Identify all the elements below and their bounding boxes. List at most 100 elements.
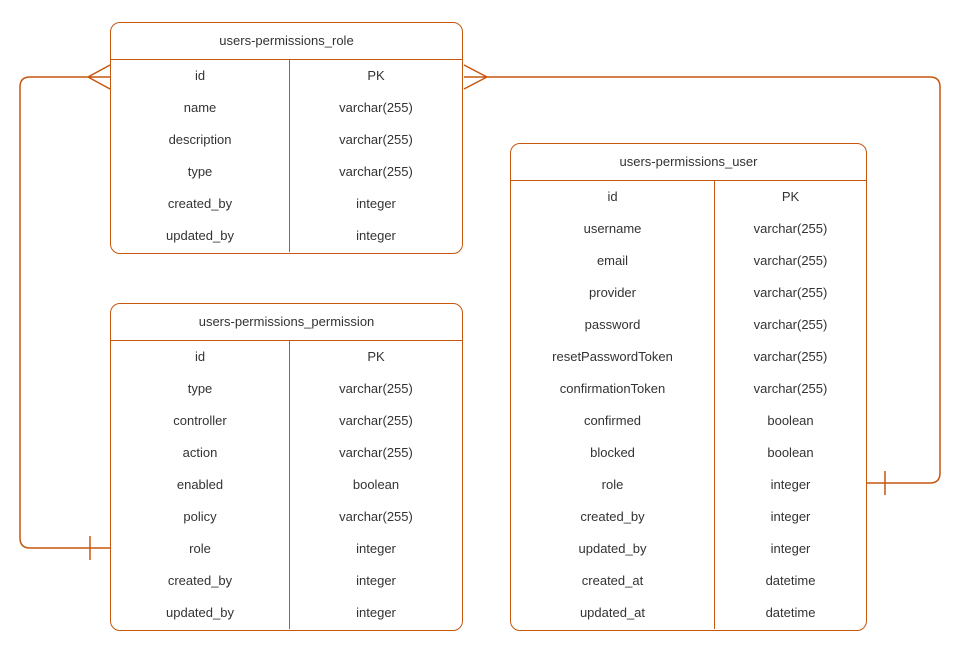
field-name: created_by (167, 196, 233, 211)
field-type: datetime (714, 564, 866, 597)
field-type: PK (289, 340, 462, 373)
field-row: id PK (111, 340, 462, 373)
field-name: action (182, 445, 218, 460)
field-type: boolean (714, 436, 866, 469)
entity-field-list: id PK name varchar(255) description varchar(2… (111, 59, 462, 253)
field-type: PK (714, 180, 866, 213)
field-name: type (187, 164, 213, 179)
field-type: integer (289, 187, 462, 220)
field-row: provider varchar(255) (511, 276, 866, 309)
field-type: varchar(255) (289, 372, 462, 405)
field-row: type varchar(255) (111, 372, 462, 405)
entity-users-permissions-role: users-permissions_role id PK name varchar(2… (110, 22, 463, 254)
field-name: updated_by (578, 541, 647, 556)
field-type: integer (714, 532, 866, 565)
field-type: varchar(255) (714, 308, 866, 341)
field-row: updated_at datetime (511, 596, 866, 629)
field-row: created_by integer (111, 187, 462, 220)
crowfoot-many-icon (87, 64, 111, 90)
field-name: resetPasswordToken (552, 349, 673, 364)
field-name: password (584, 317, 641, 332)
field-row: username varchar(255) (511, 212, 866, 245)
field-row: role integer (511, 468, 866, 501)
field-name: updated_by (166, 228, 234, 243)
field-row: id PK (111, 59, 462, 92)
field-type: varchar(255) (714, 244, 866, 277)
field-row: name varchar(255) (111, 91, 462, 124)
field-type: datetime (714, 596, 866, 629)
field-row: policy varchar(255) (111, 500, 462, 533)
field-type: varchar(255) (714, 212, 866, 245)
field-row: confirmationToken varchar(255) (511, 372, 866, 405)
field-type: integer (289, 219, 462, 252)
field-row: updated_by integer (111, 219, 462, 252)
field-row: blocked boolean (511, 436, 866, 469)
field-row: created_at datetime (511, 564, 866, 597)
entity-users-permissions-user: users-permissions_user id PK username varch… (510, 143, 867, 631)
field-row: password varchar(255) (511, 308, 866, 341)
field-name: role (601, 477, 624, 492)
field-type: PK (289, 59, 462, 92)
wire-role-to-permission (19, 76, 110, 549)
field-row: enabled boolean (111, 468, 462, 501)
field-row: resetPasswordToken varchar(255) (511, 340, 866, 373)
field-name: username (583, 221, 642, 236)
field-row: created_by integer (511, 500, 866, 533)
field-type: varchar(255) (289, 436, 462, 469)
field-type: varchar(255) (714, 276, 866, 309)
field-name: created_at (581, 573, 644, 588)
field-name: policy (183, 509, 217, 524)
field-row: email varchar(255) (511, 244, 866, 277)
field-name: id (607, 189, 618, 204)
field-name: name (183, 100, 217, 115)
field-name: id (194, 349, 206, 364)
wire-role-to-user (487, 76, 941, 484)
field-name: created_by (580, 509, 645, 524)
entity-title: users-permissions_role (111, 23, 462, 60)
field-type: boolean (714, 404, 866, 437)
entity-users-permissions-permission: users-permissions_permission id PK type var… (110, 303, 463, 631)
field-type: integer (714, 468, 866, 501)
field-row: updated_by integer (511, 532, 866, 565)
relationship-role-permission (19, 64, 111, 560)
field-type: integer (714, 500, 866, 533)
relationship-role-user (463, 64, 941, 495)
field-row: id PK (511, 180, 866, 213)
field-row: updated_by integer (111, 596, 462, 629)
field-name: type (187, 381, 213, 396)
field-name: role (189, 541, 211, 556)
field-name: updated_by (166, 605, 234, 620)
crowfoot-many-icon (463, 64, 488, 90)
field-type: varchar(255) (289, 155, 462, 188)
field-name: id (194, 68, 206, 83)
field-row: type varchar(255) (111, 155, 462, 188)
field-type: integer (289, 564, 462, 597)
field-name: created_by (167, 573, 233, 588)
field-name: description (168, 132, 232, 147)
field-type: varchar(255) (289, 123, 462, 156)
field-type: varchar(255) (714, 372, 866, 405)
field-name: blocked (590, 445, 635, 460)
field-name: confirmationToken (559, 381, 666, 396)
field-row: description varchar(255) (111, 123, 462, 156)
field-type: integer (289, 596, 462, 629)
field-row: action varchar(255) (111, 436, 462, 469)
field-row: role integer (111, 532, 462, 565)
field-type: varchar(255) (714, 340, 866, 373)
field-type: integer (289, 532, 462, 565)
field-type: varchar(255) (289, 91, 462, 124)
entity-title: users-permissions_user (511, 144, 866, 181)
field-type: varchar(255) (289, 500, 462, 533)
field-name: provider (589, 285, 636, 300)
field-name: enabled (176, 477, 224, 492)
field-row: created_by integer (111, 564, 462, 597)
field-type: boolean (289, 468, 462, 501)
field-name: updated_at (579, 605, 646, 620)
field-name: email (596, 253, 629, 268)
entity-title: users-permissions_permission (111, 304, 462, 341)
entity-field-list: id PK username varchar(255) email varchar(255… (511, 180, 866, 630)
